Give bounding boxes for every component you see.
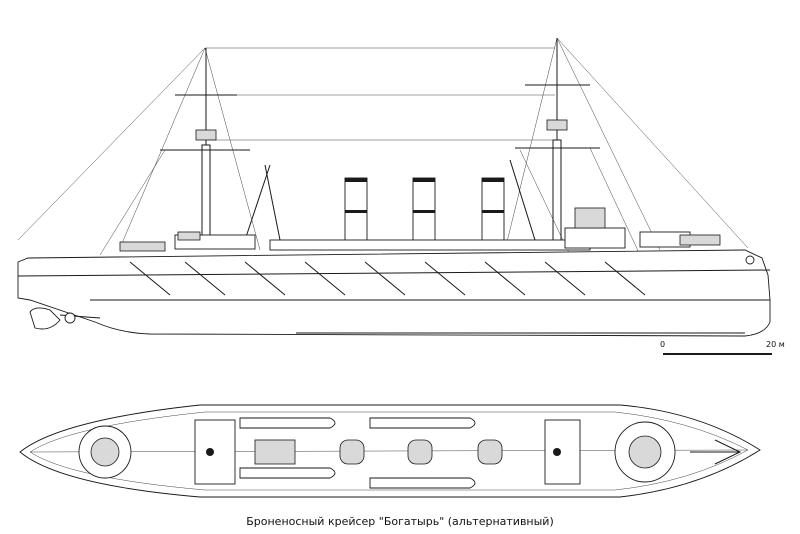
scale-end-label: 20 м <box>766 340 785 349</box>
hull-side <box>17 249 771 337</box>
drawing-caption: Броненосный крейсер "Богатырь" (альтерна… <box>246 515 554 528</box>
plan-view <box>19 404 761 498</box>
scale-start-label: 0 <box>660 340 666 349</box>
fore-mast <box>160 48 281 248</box>
side-profile-view <box>17 37 772 355</box>
superstructure <box>119 207 721 252</box>
rigging-lines <box>17 37 749 256</box>
funnels <box>344 177 505 247</box>
